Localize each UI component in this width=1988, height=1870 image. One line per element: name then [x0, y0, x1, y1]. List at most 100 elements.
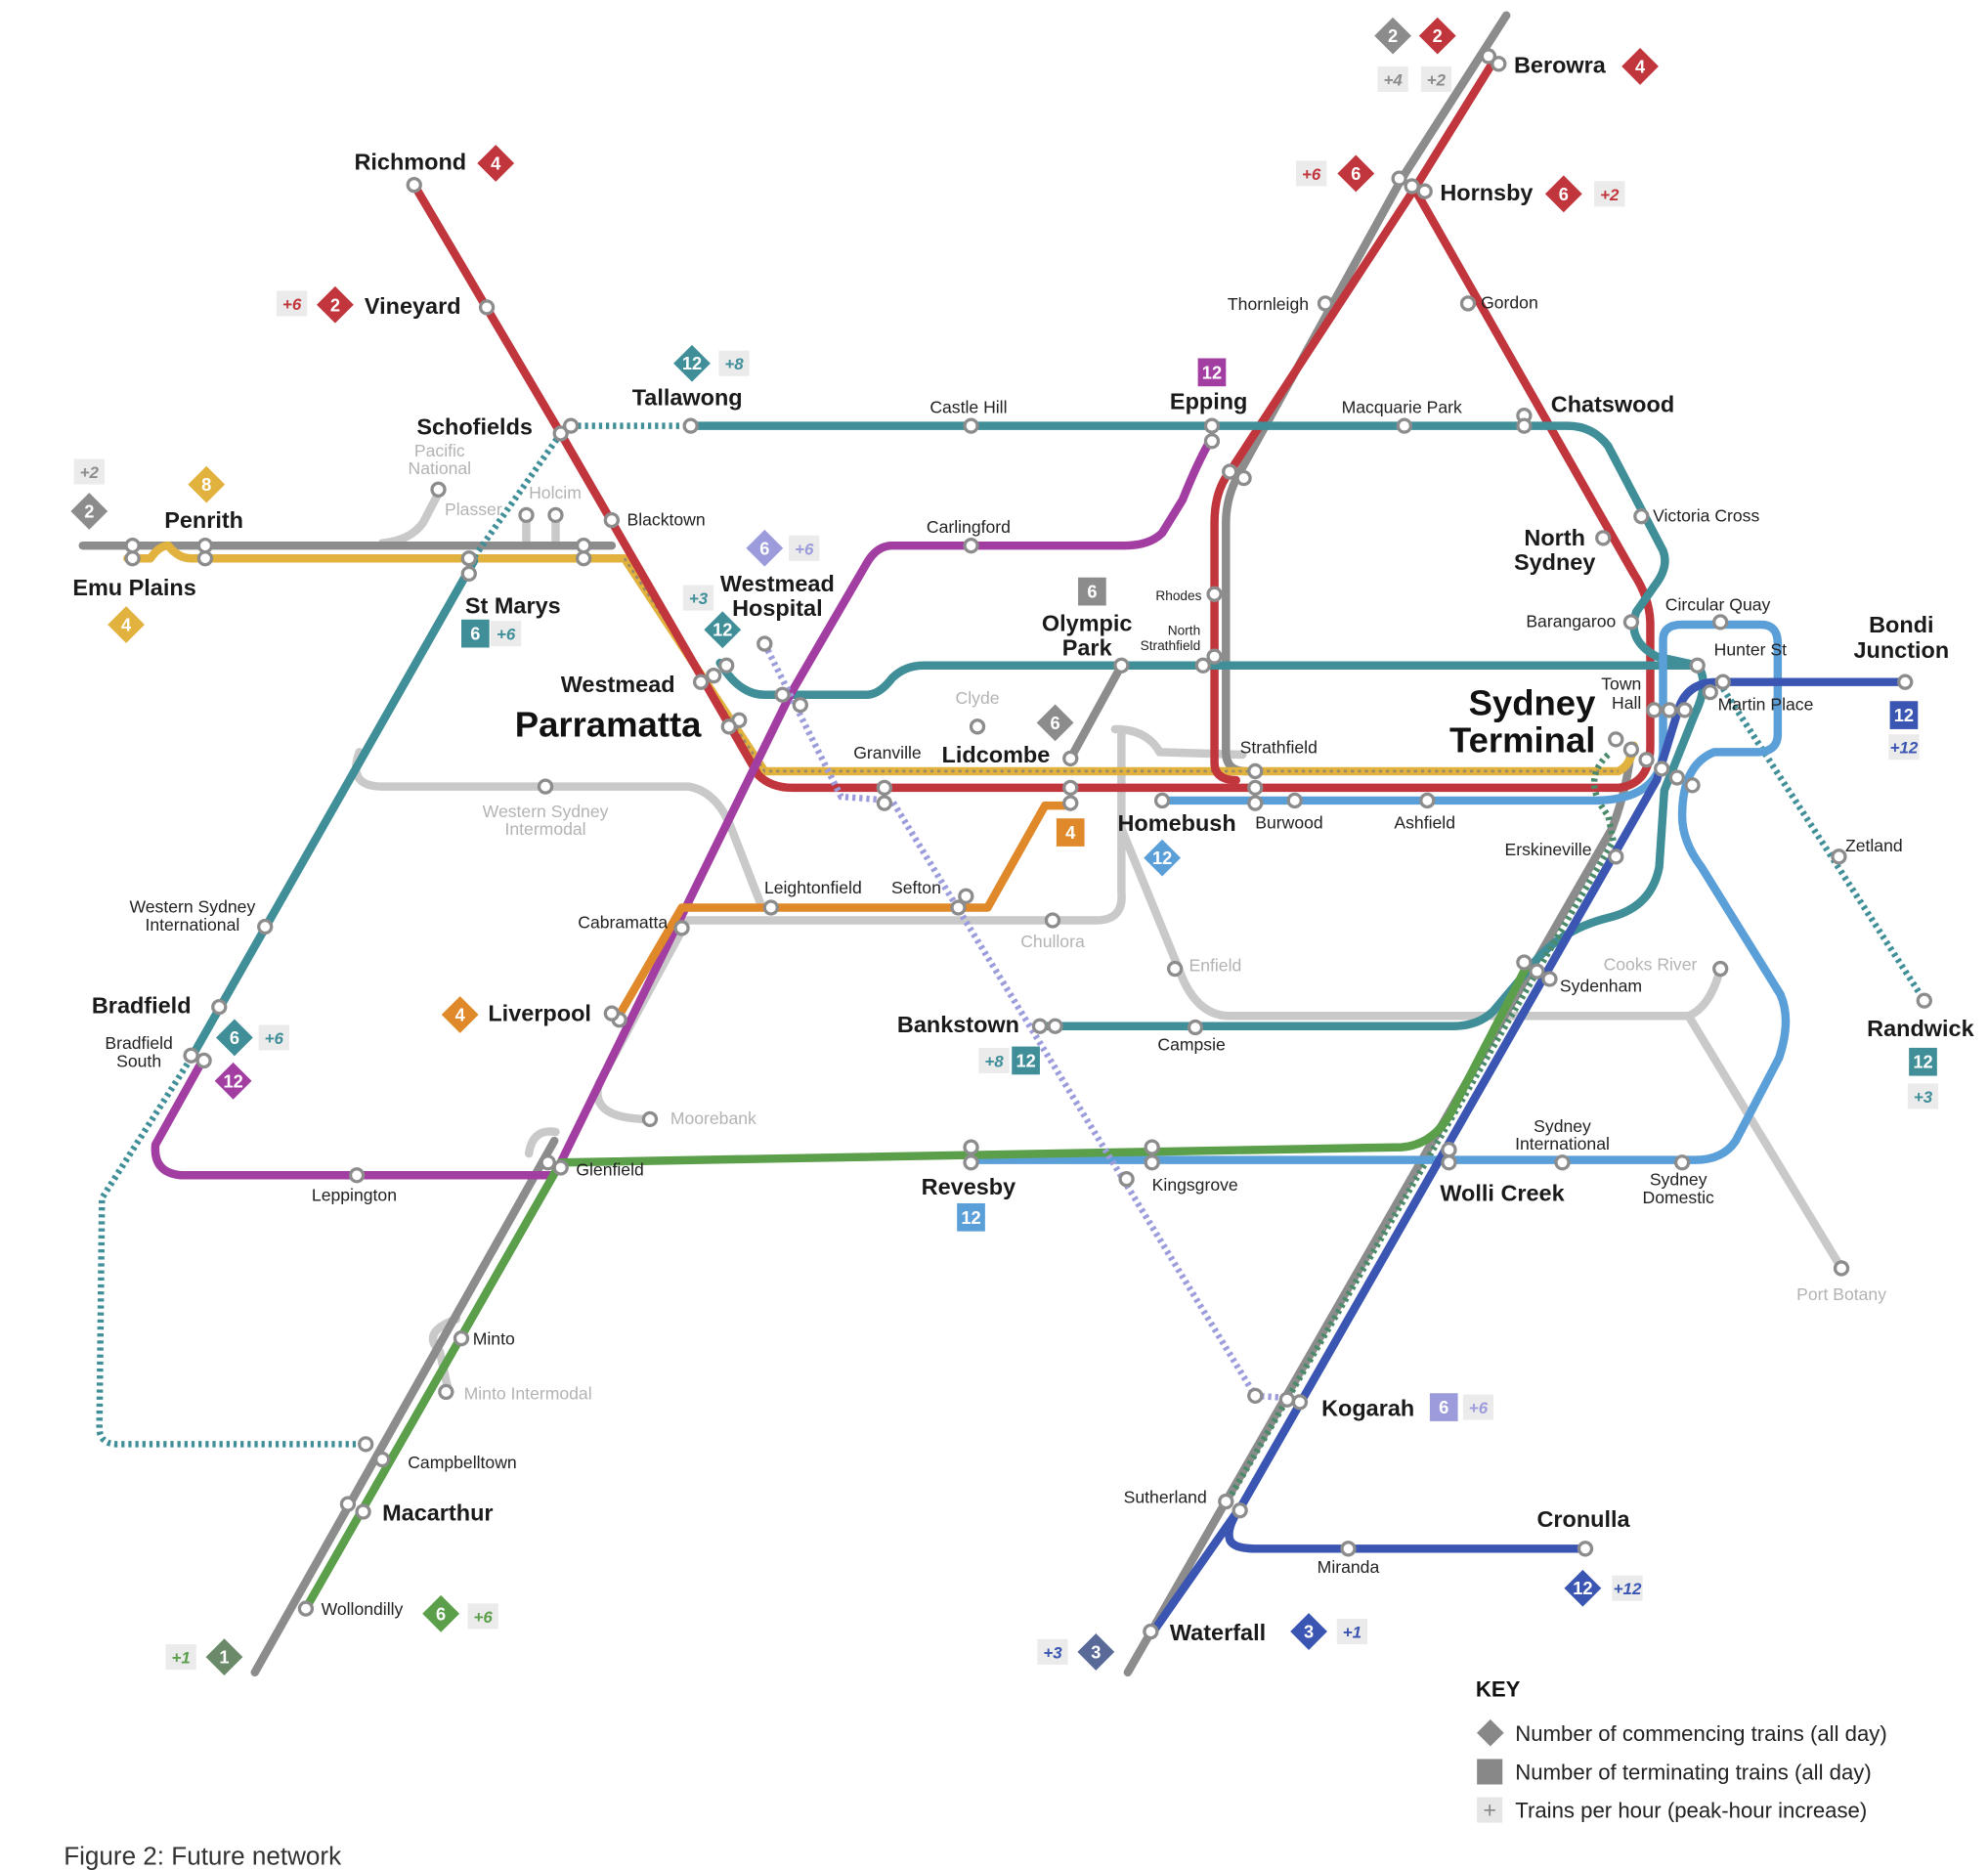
station-label-hornsby[interactable]: Hornsby — [1440, 180, 1533, 205]
station-label-kogarah[interactable]: Kogarah — [1321, 1396, 1414, 1421]
station-marker[interactable] — [1676, 702, 1693, 718]
station-label-miranda[interactable]: Miranda — [1318, 1557, 1380, 1577]
station-marker[interactable] — [1668, 769, 1686, 786]
station-marker[interactable] — [1622, 614, 1640, 631]
station-marker[interactable] — [876, 795, 893, 811]
station-label-cabramatta[interactable]: Cabramatta — [578, 912, 668, 932]
station-marker[interactable] — [1897, 674, 1914, 690]
station-marker[interactable] — [1831, 848, 1847, 865]
station-marker[interactable] — [1206, 586, 1223, 602]
station-marker[interactable] — [706, 668, 722, 684]
station-marker[interactable] — [1441, 1154, 1457, 1171]
station-label-erskineville[interactable]: Erskineville — [1505, 840, 1592, 859]
station-label-sutherland[interactable]: Sutherland — [1124, 1487, 1207, 1506]
station-marker[interactable] — [1661, 702, 1678, 718]
station-label-chullora[interactable]: Chullora — [1020, 932, 1085, 951]
station-label-martin-place[interactable]: Martin Place — [1718, 694, 1814, 714]
station-marker[interactable] — [774, 686, 791, 703]
station-label-emu-plains[interactable]: Emu Plains — [72, 575, 195, 600]
station-marker[interactable] — [963, 538, 979, 554]
station-marker[interactable] — [257, 918, 274, 935]
station-marker[interactable] — [603, 511, 620, 529]
station-marker[interactable] — [969, 718, 986, 735]
station-marker[interactable] — [1062, 779, 1079, 797]
station-marker[interactable] — [1541, 971, 1558, 987]
station-marker[interactable] — [1222, 463, 1238, 480]
station-label-blacktown[interactable]: Blacktown — [627, 509, 705, 529]
station-marker[interactable] — [124, 538, 141, 554]
station-label-tallawong[interactable]: Tallawong — [632, 385, 743, 411]
station-label-carlingford[interactable]: Carlingford — [927, 517, 1011, 537]
station-marker[interactable] — [1391, 170, 1407, 187]
station-marker[interactable] — [537, 778, 554, 795]
station-marker[interactable] — [1143, 1623, 1159, 1640]
station-marker[interactable] — [1441, 1142, 1457, 1158]
station-marker[interactable] — [958, 888, 974, 904]
station-marker[interactable] — [196, 538, 214, 554]
station-marker[interactable] — [756, 635, 773, 652]
station-marker[interactable] — [430, 481, 447, 498]
station-label-moorebank[interactable]: Moorebank — [670, 1109, 756, 1128]
station-label-macquarie-park[interactable]: Macquarie Park — [1342, 398, 1462, 417]
station-label-sefton[interactable]: Sefton — [891, 878, 941, 897]
station-label-chatswood[interactable]: Chatswood — [1551, 391, 1674, 416]
station-marker[interactable] — [1047, 1018, 1063, 1034]
station-label-lidcombe[interactable]: Lidcombe — [942, 742, 1051, 767]
station-marker[interactable] — [1153, 792, 1171, 809]
station-marker[interactable] — [718, 657, 735, 674]
station-label-penrith[interactable]: Penrith — [164, 507, 243, 533]
station-label-burwood[interactable]: Burwood — [1255, 813, 1322, 833]
station-label-cooks-river[interactable]: Cooks River — [1604, 954, 1698, 974]
station-label-liverpool[interactable]: Liverpool — [488, 1001, 591, 1026]
station-marker[interactable] — [1712, 614, 1729, 631]
station-marker[interactable] — [576, 538, 592, 554]
station-marker[interactable] — [682, 417, 699, 434]
station-marker[interactable] — [1689, 657, 1706, 674]
station-marker[interactable] — [1684, 777, 1701, 794]
station-marker[interactable] — [1286, 792, 1303, 809]
station-marker[interactable] — [1608, 848, 1624, 865]
station-marker[interactable] — [460, 565, 477, 583]
station-label-minto-intermodal[interactable]: Minto Intermodal — [464, 1384, 592, 1404]
station-label-victoria-cross[interactable]: Victoria Cross — [1653, 505, 1759, 525]
station-marker[interactable] — [374, 1451, 391, 1468]
station-marker[interactable] — [1419, 792, 1436, 809]
station-marker[interactable] — [1278, 1391, 1296, 1408]
station-label-thornleigh[interactable]: Thornleigh — [1228, 294, 1309, 314]
station-label-vineyard[interactable]: Vineyard — [365, 293, 461, 319]
station-label-barangaroo[interactable]: Barangaroo — [1526, 612, 1616, 631]
station-marker[interactable] — [552, 425, 569, 442]
station-marker[interactable] — [1646, 702, 1663, 718]
station-marker[interactable] — [1702, 683, 1718, 701]
station-marker[interactable] — [195, 1052, 212, 1069]
station-marker[interactable] — [1218, 1493, 1234, 1510]
station-label-schofields[interactable]: Schofields — [416, 414, 533, 440]
station-label-randwick[interactable]: Randwick — [1867, 1016, 1974, 1041]
station-label-campbelltown[interactable]: Campbelltown — [408, 1453, 516, 1472]
station-label-st-marys[interactable]: St Marys — [465, 592, 561, 618]
station-marker[interactable] — [1144, 1154, 1160, 1171]
station-marker[interactable] — [348, 1167, 366, 1184]
station-label-epping[interactable]: Epping — [1170, 389, 1247, 414]
station-marker[interactable] — [1833, 1260, 1850, 1277]
station-label-homebush[interactable]: Homebush — [1117, 810, 1235, 836]
station-marker[interactable] — [518, 506, 535, 524]
station-label-waterfall[interactable]: Waterfall — [1170, 1620, 1266, 1645]
station-marker[interactable] — [1404, 178, 1420, 195]
station-marker[interactable] — [963, 417, 979, 434]
station-marker[interactable] — [1396, 417, 1412, 434]
station-marker[interactable] — [1062, 750, 1079, 767]
station-label-port-botany[interactable]: Port Botany — [1796, 1284, 1886, 1304]
station-marker[interactable] — [1203, 433, 1221, 450]
station-label-bankstown[interactable]: Bankstown — [897, 1012, 1019, 1037]
station-marker[interactable] — [1144, 1139, 1160, 1155]
station-marker[interactable] — [1516, 954, 1533, 971]
station-label-leppington[interactable]: Leppington — [312, 1185, 397, 1204]
station-marker[interactable] — [211, 999, 228, 1016]
station-marker[interactable] — [1232, 1502, 1248, 1519]
station-label-minto[interactable]: Minto — [473, 1329, 515, 1349]
station-marker[interactable] — [183, 1047, 199, 1064]
station-marker[interactable] — [453, 1330, 470, 1347]
